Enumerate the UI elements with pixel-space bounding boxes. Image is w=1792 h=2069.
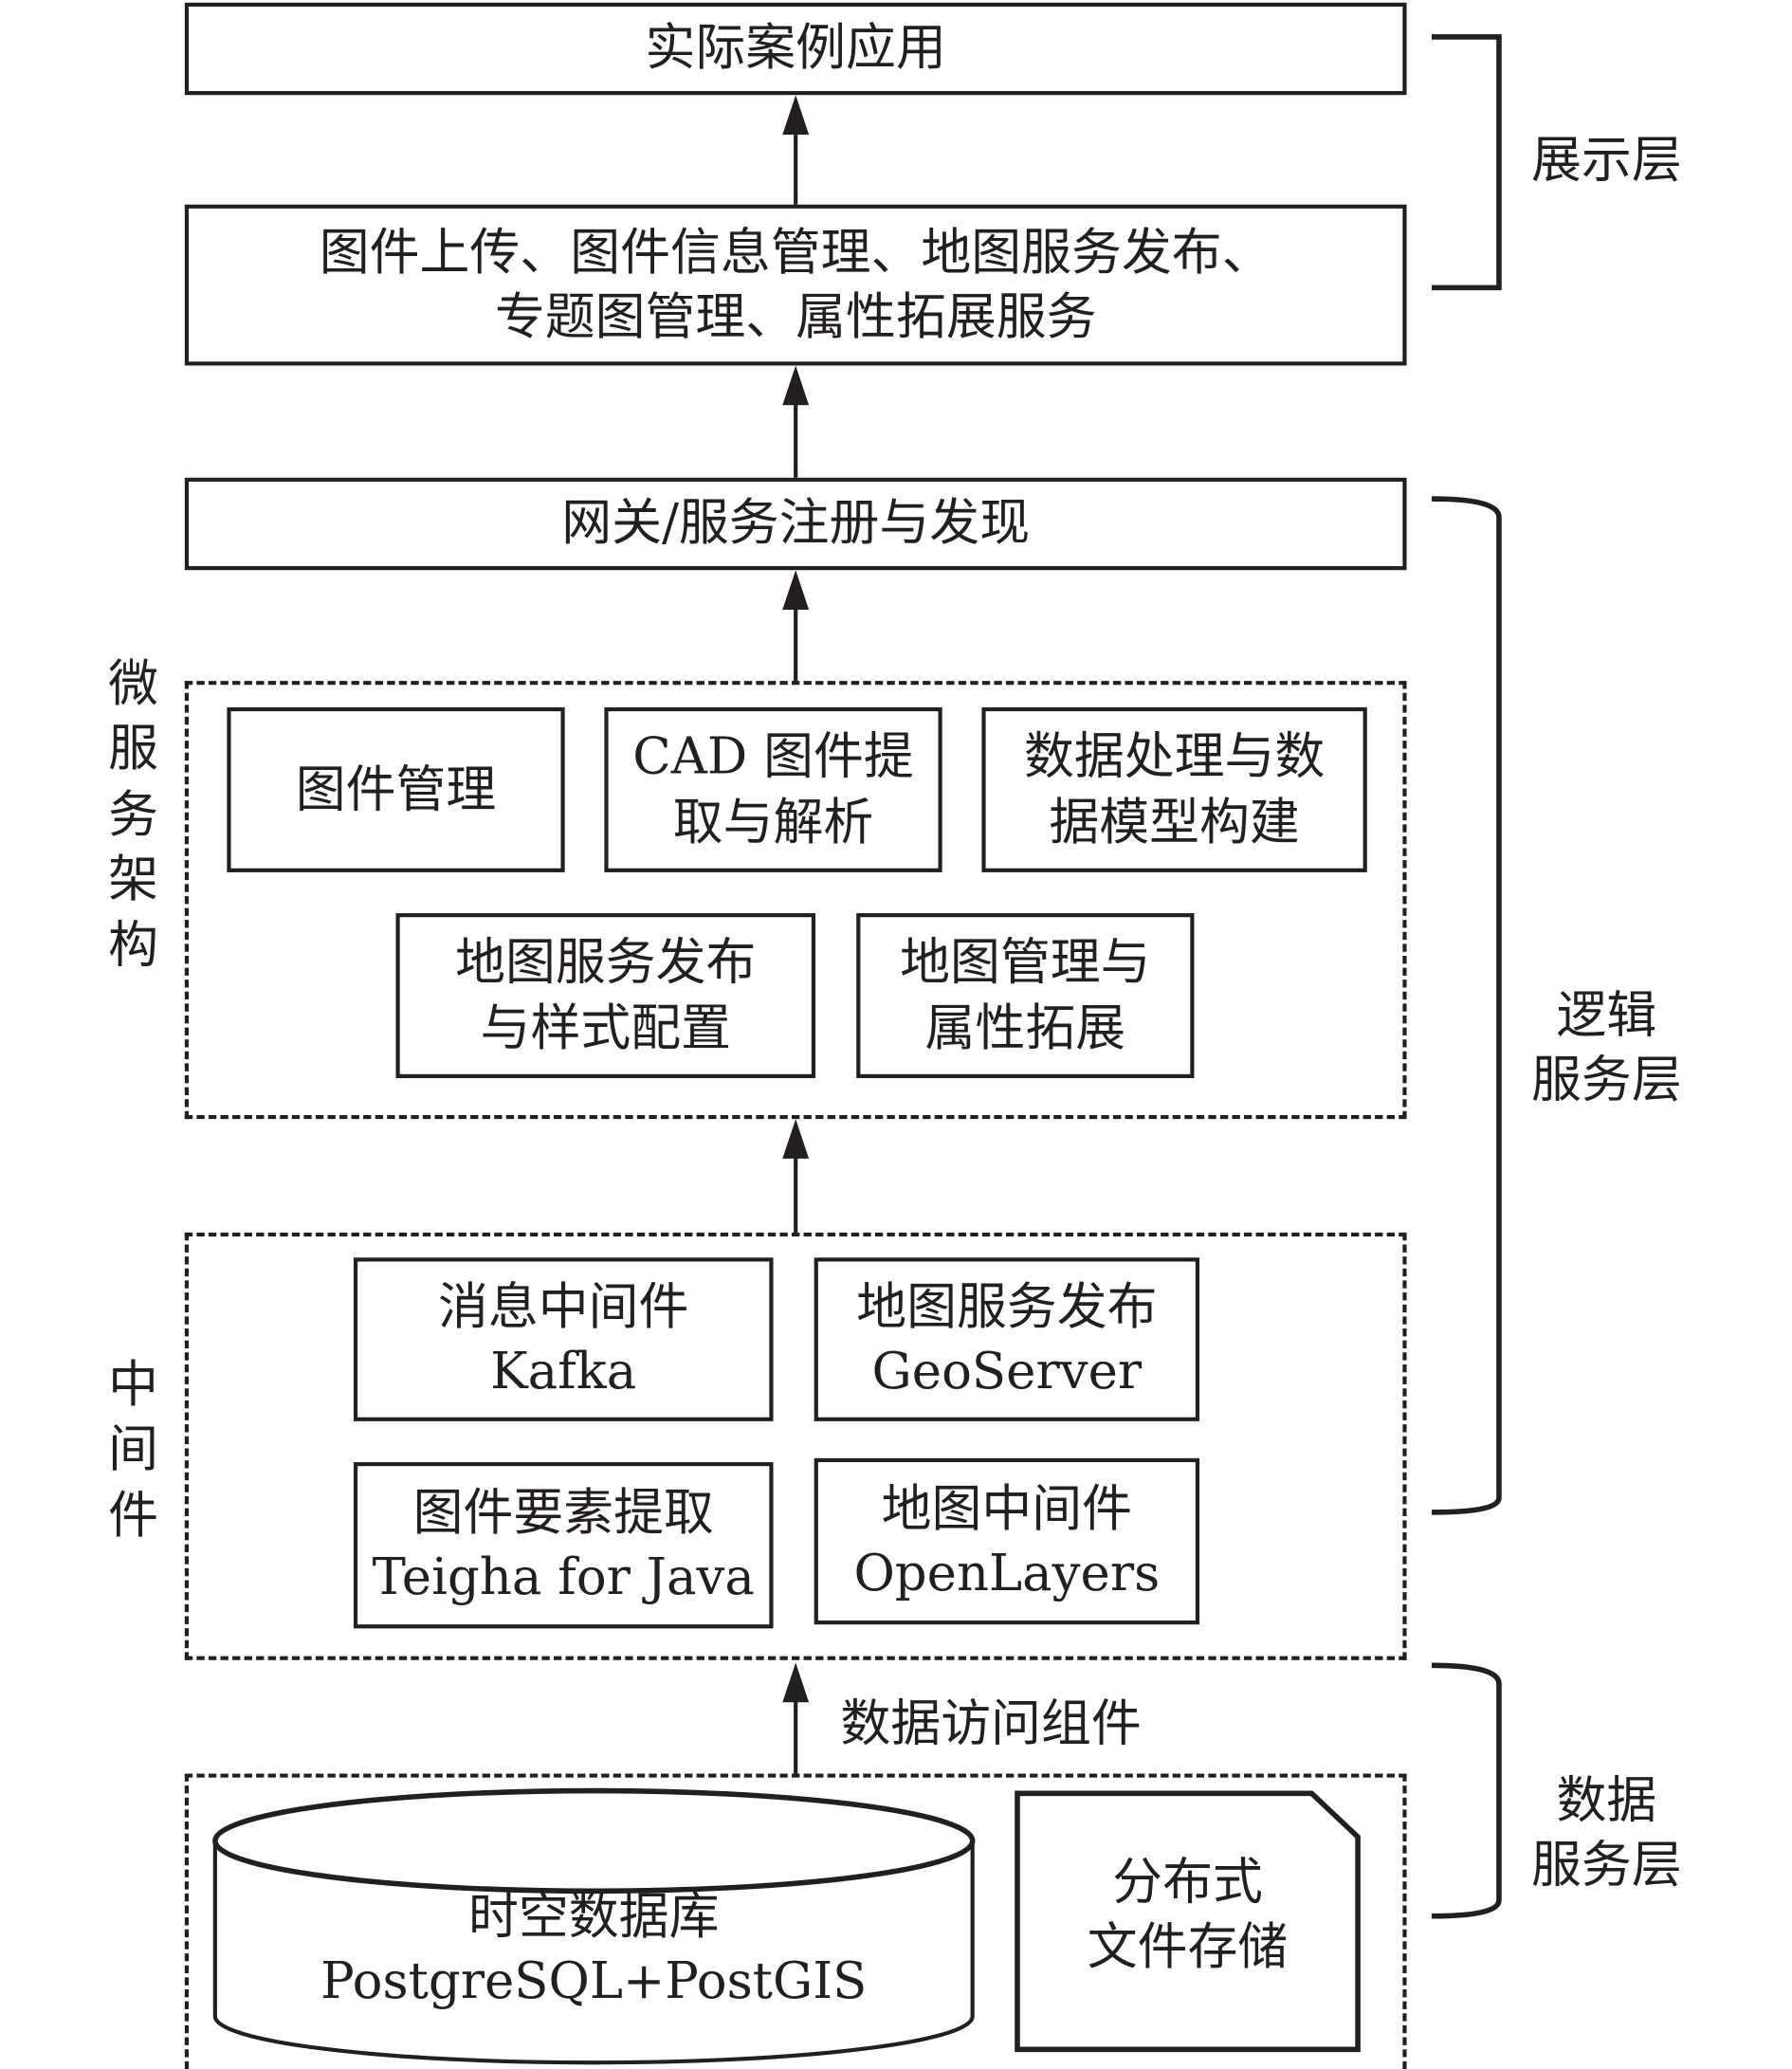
presentation-layer-label: 展示层 bbox=[1531, 130, 1682, 190]
data-layer-label: 数据 服务层 bbox=[1531, 1770, 1682, 1895]
services-box: 图件上传、图件信息管理、地图服务发布、 专题图管理、属性拓展服务 bbox=[184, 204, 1407, 366]
data-access-label: 数据访问组件 bbox=[840, 1694, 1142, 1753]
module-drawing-management: 图件管理 bbox=[227, 706, 565, 872]
middleware-geoserver: 地图服务发布 GeoServer bbox=[814, 1257, 1200, 1421]
middleware-container bbox=[184, 1232, 1407, 1660]
database-cylinder bbox=[212, 1787, 976, 2065]
services-line2: 专题图管理、属性拓展服务 bbox=[494, 287, 1097, 346]
data-storage-container bbox=[184, 1773, 1407, 2069]
middleware-teigha: 图件要素提取 Teigha for Java bbox=[353, 1462, 774, 1629]
file-storage-text: 分布式 文件存储 bbox=[1087, 1852, 1289, 1976]
bracket-data bbox=[1431, 1662, 1502, 1919]
arrow-micro-to-gateway bbox=[782, 570, 810, 684]
middleware-kafka: 消息中间件 Kafka bbox=[353, 1257, 774, 1421]
module-map-publishing: 地图服务发布 与样式配置 bbox=[395, 913, 816, 1079]
module-data-processing: 数据处理与数 据模型构建 bbox=[981, 706, 1367, 872]
arrow-middleware-to-micro bbox=[782, 1119, 810, 1235]
bracket-logic bbox=[1431, 496, 1502, 1515]
case-application-box: 实际案例应用 bbox=[184, 2, 1407, 96]
logic-layer-label: 逻辑 服务层 bbox=[1531, 985, 1682, 1109]
arrow-data-to-middleware bbox=[782, 1662, 810, 1775]
microservice-label: 微 服 务 架 构 bbox=[108, 654, 159, 974]
arrow-services-to-case bbox=[782, 95, 810, 205]
arrow-gateway-to-services bbox=[782, 365, 810, 478]
gateway-label: 网关/服务注册与发现 bbox=[561, 493, 1031, 553]
database-text: 时空数据库 PostgreSQL+PostGIS bbox=[320, 1887, 868, 2011]
middleware-openlayers: 地图中间件 OpenLayers bbox=[814, 1457, 1200, 1625]
file-storage-shape bbox=[1015, 1790, 1361, 2053]
module-map-management: 地图管理与 属性拓展 bbox=[856, 913, 1195, 1079]
gateway-box: 网关/服务注册与发现 bbox=[184, 477, 1407, 571]
bracket-presentation bbox=[1431, 34, 1502, 291]
case-application-label: 实际案例应用 bbox=[645, 18, 946, 78]
middleware-label: 中 间 件 bbox=[108, 1355, 159, 1544]
services-line1: 图件上传、图件信息管理、地图服务发布、 bbox=[319, 222, 1272, 281]
module-cad-extraction: CAD 图件提 取与解析 bbox=[604, 706, 942, 872]
microservice-container bbox=[184, 681, 1407, 1120]
